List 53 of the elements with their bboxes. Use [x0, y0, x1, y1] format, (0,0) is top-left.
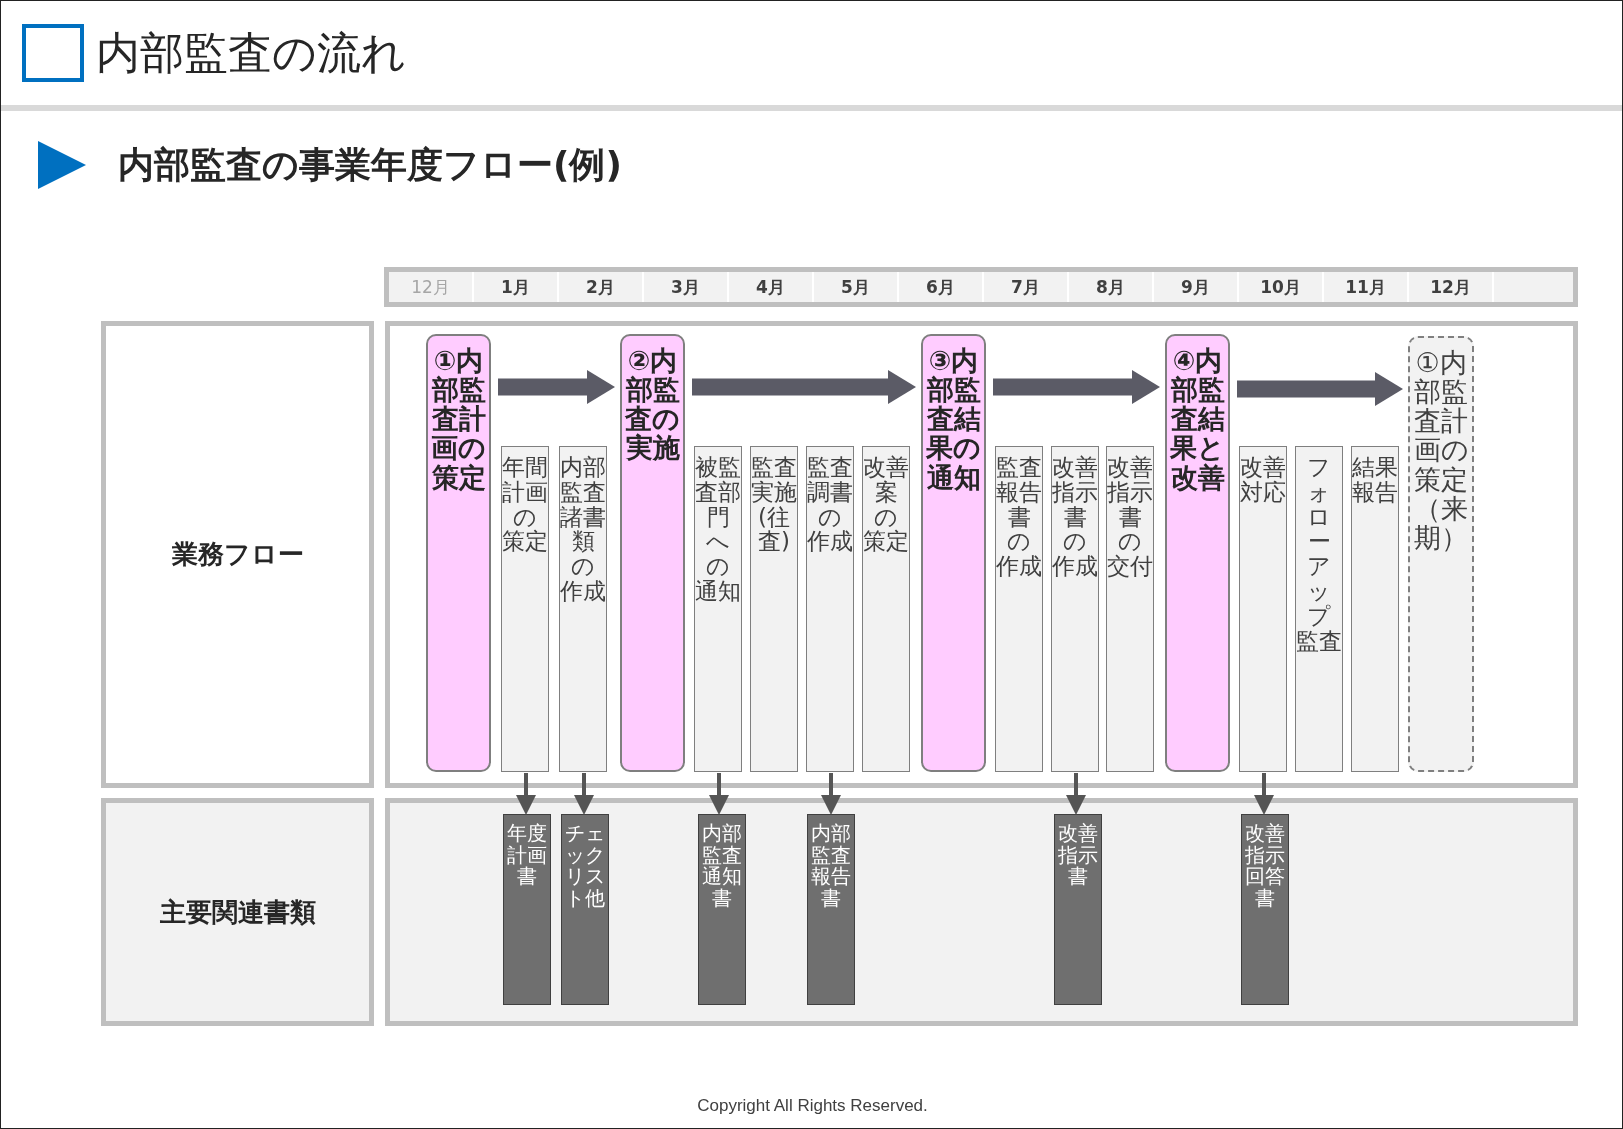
phase-box: ③内部監査結果の通知: [921, 334, 986, 772]
task-box: 被監査部門への通知: [694, 446, 742, 772]
month-label: 6月: [899, 272, 984, 302]
task-box: 改善対応: [1239, 446, 1287, 772]
document-box: 内部監査通知書: [698, 814, 746, 1005]
task-box: 監査調書の作成: [806, 446, 854, 772]
task-box: 年間計画の策定: [501, 446, 549, 772]
arrow: [1066, 773, 1086, 815]
month-label: 1月: [474, 272, 559, 302]
document-box: 内部監査報告書: [807, 814, 855, 1005]
month-label: 12月: [1409, 272, 1494, 302]
section-heading: 内部監査の事業年度フロー(例): [118, 143, 622, 187]
phase-box: ①内部監査計画の策定: [426, 334, 491, 772]
page-title: 内部監査の流れ: [96, 26, 406, 80]
arrow: [821, 773, 841, 815]
row-header: 主要関連書類: [101, 798, 374, 1026]
phase-box: ④内部監査結果と改善: [1165, 334, 1230, 772]
arrow: [692, 370, 916, 404]
arrow: [993, 370, 1160, 404]
document-box: 改善指示書: [1054, 814, 1102, 1005]
month-label: 8月: [1069, 272, 1154, 302]
phase-box: ②内部監査の実施: [620, 334, 685, 772]
arrow: [1254, 773, 1274, 815]
copyright-notice: Copyright All Rights Reserved.: [696, 1095, 929, 1117]
document-box: チェックリスト他: [561, 814, 609, 1005]
arrow: [498, 370, 615, 404]
month-label: 5月: [814, 272, 899, 302]
month-label: 10月: [1239, 272, 1324, 302]
documents-panel: [385, 798, 1578, 1026]
task-box: 内部監査諸書類の作成: [559, 446, 607, 772]
flow-panel: [385, 321, 1578, 788]
task-box: 結果報告: [1351, 446, 1399, 772]
arrow: [1237, 372, 1403, 406]
month-label: 2月: [559, 272, 644, 302]
arrow: [574, 773, 594, 815]
task-box: 改善指示書の交付: [1106, 446, 1154, 772]
month-label: 3月: [644, 272, 729, 302]
arrow: [516, 773, 536, 815]
task-box: 監査実施(往査): [750, 446, 798, 772]
month-label: 7月: [984, 272, 1069, 302]
month-label: 4月: [729, 272, 814, 302]
task-box: 監査報告書の作成: [995, 446, 1043, 772]
document-box: 改善指示回答書: [1241, 814, 1289, 1005]
month-label: 9月: [1154, 272, 1239, 302]
task-box: 改善案の策定: [862, 446, 910, 772]
month-label: 11月: [1324, 272, 1409, 302]
month-label: 12月: [389, 272, 474, 302]
task-box: 改善指示書の作成: [1051, 446, 1099, 772]
row-header: 業務フロー: [101, 321, 374, 788]
task-box: フォローアップ監査: [1295, 446, 1343, 772]
arrow: [709, 773, 729, 815]
document-box: 年度計画書: [503, 814, 551, 1005]
next-phase-box: ①内部監査計画の策定（来期）: [1408, 336, 1474, 772]
